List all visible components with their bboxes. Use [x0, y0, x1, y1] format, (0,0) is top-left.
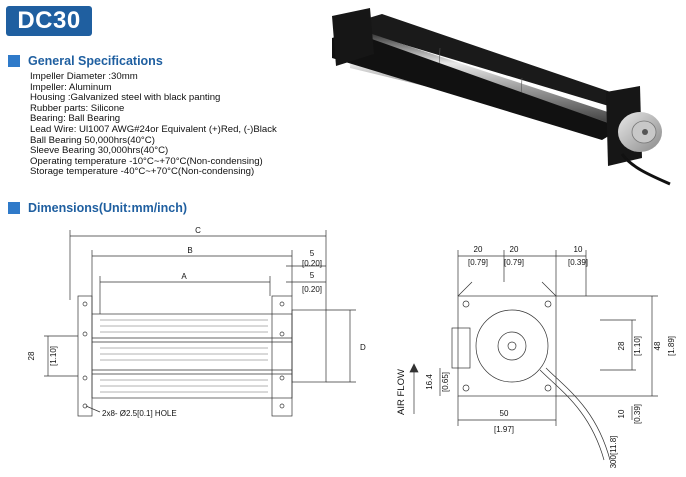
dim-50: 50: [500, 409, 509, 418]
dim-10-side-inch: [0.39]: [633, 404, 642, 424]
dim-10-top-inch: [0.39]: [568, 258, 588, 267]
air-flow-label: AIR FLOW: [396, 369, 407, 415]
dimensions-heading: Dimensions(Unit:mm/inch): [8, 199, 187, 217]
spec-line: Rubber parts: Silicone: [30, 102, 125, 114]
spec-line: Housing :Galvanized steel with black pan…: [30, 92, 221, 104]
dim-label-a: A: [181, 272, 187, 281]
dimension-drawing: C B A 5 [0.20] 5 [0.20] 28 [1.10] D 2x8-…: [27, 226, 676, 469]
specifications-list: Impeller Diameter :30mm Impeller: Alumin…: [30, 71, 277, 178]
dim-28: 28: [27, 351, 36, 360]
fan-product-photo: [332, 8, 671, 186]
heading-square-icon: [8, 55, 20, 67]
dim-5-top: 5: [310, 249, 315, 258]
spec-line: Lead Wire: Ul1007 AWG#24or Equivalent (+…: [30, 123, 277, 135]
spec-line: Operating temperature -10°C~+70°C(Non-co…: [30, 155, 263, 167]
spec-line: Bearing: Ball Bearing: [30, 113, 121, 125]
heading-square-icon: [8, 202, 20, 214]
general-specifications-heading: General Specifications: [8, 52, 163, 70]
dim-16-4-inch: [0.65]: [441, 372, 450, 392]
dim-10-side: 10: [617, 409, 626, 418]
dim-48-inch: [1.89]: [667, 336, 676, 356]
dim-20-a-inch: [0.79]: [468, 258, 488, 267]
dim-label-b: B: [187, 246, 192, 255]
dim-48: 48: [653, 341, 662, 350]
dim-50-inch: [1.97]: [494, 425, 514, 434]
dim-28-inch: [1.10]: [49, 346, 58, 366]
dim-20-a: 20: [474, 245, 483, 254]
dim-20-b-inch: [0.79]: [504, 258, 524, 267]
wire-length: 300[11.8]: [609, 436, 618, 469]
dim-20-b: 20: [510, 245, 519, 254]
dim-label-c: C: [195, 226, 201, 235]
spec-line: Storage temperature -40°C~+70°C(Non-cond…: [30, 166, 255, 178]
product-title: DC30: [6, 6, 92, 36]
dim-label-d: D: [360, 343, 366, 352]
dim-10-top: 10: [574, 245, 583, 254]
hole-note: 2x8- Ø2.5[0.1] HOLE: [102, 409, 177, 418]
dim-5-bottom: 5: [310, 271, 315, 280]
spec-line: Ball Bearing 50,000hrs(40°C): [30, 134, 155, 146]
dim-5-bottom-inch: [0.20]: [302, 285, 322, 294]
spec-line: Sleeve Bearing 30,000hrs(40°C): [30, 145, 169, 157]
dim-5-top-inch: [0.20]: [302, 259, 322, 268]
dim-28-side: 28: [617, 341, 626, 350]
dim-16-4: 16.4: [425, 374, 434, 390]
dim-28-side-inch: [1.10]: [633, 336, 642, 356]
spec-line: Impeller: Aluminum: [30, 81, 112, 93]
spec-line: Impeller Diameter :30mm: [30, 71, 138, 82]
